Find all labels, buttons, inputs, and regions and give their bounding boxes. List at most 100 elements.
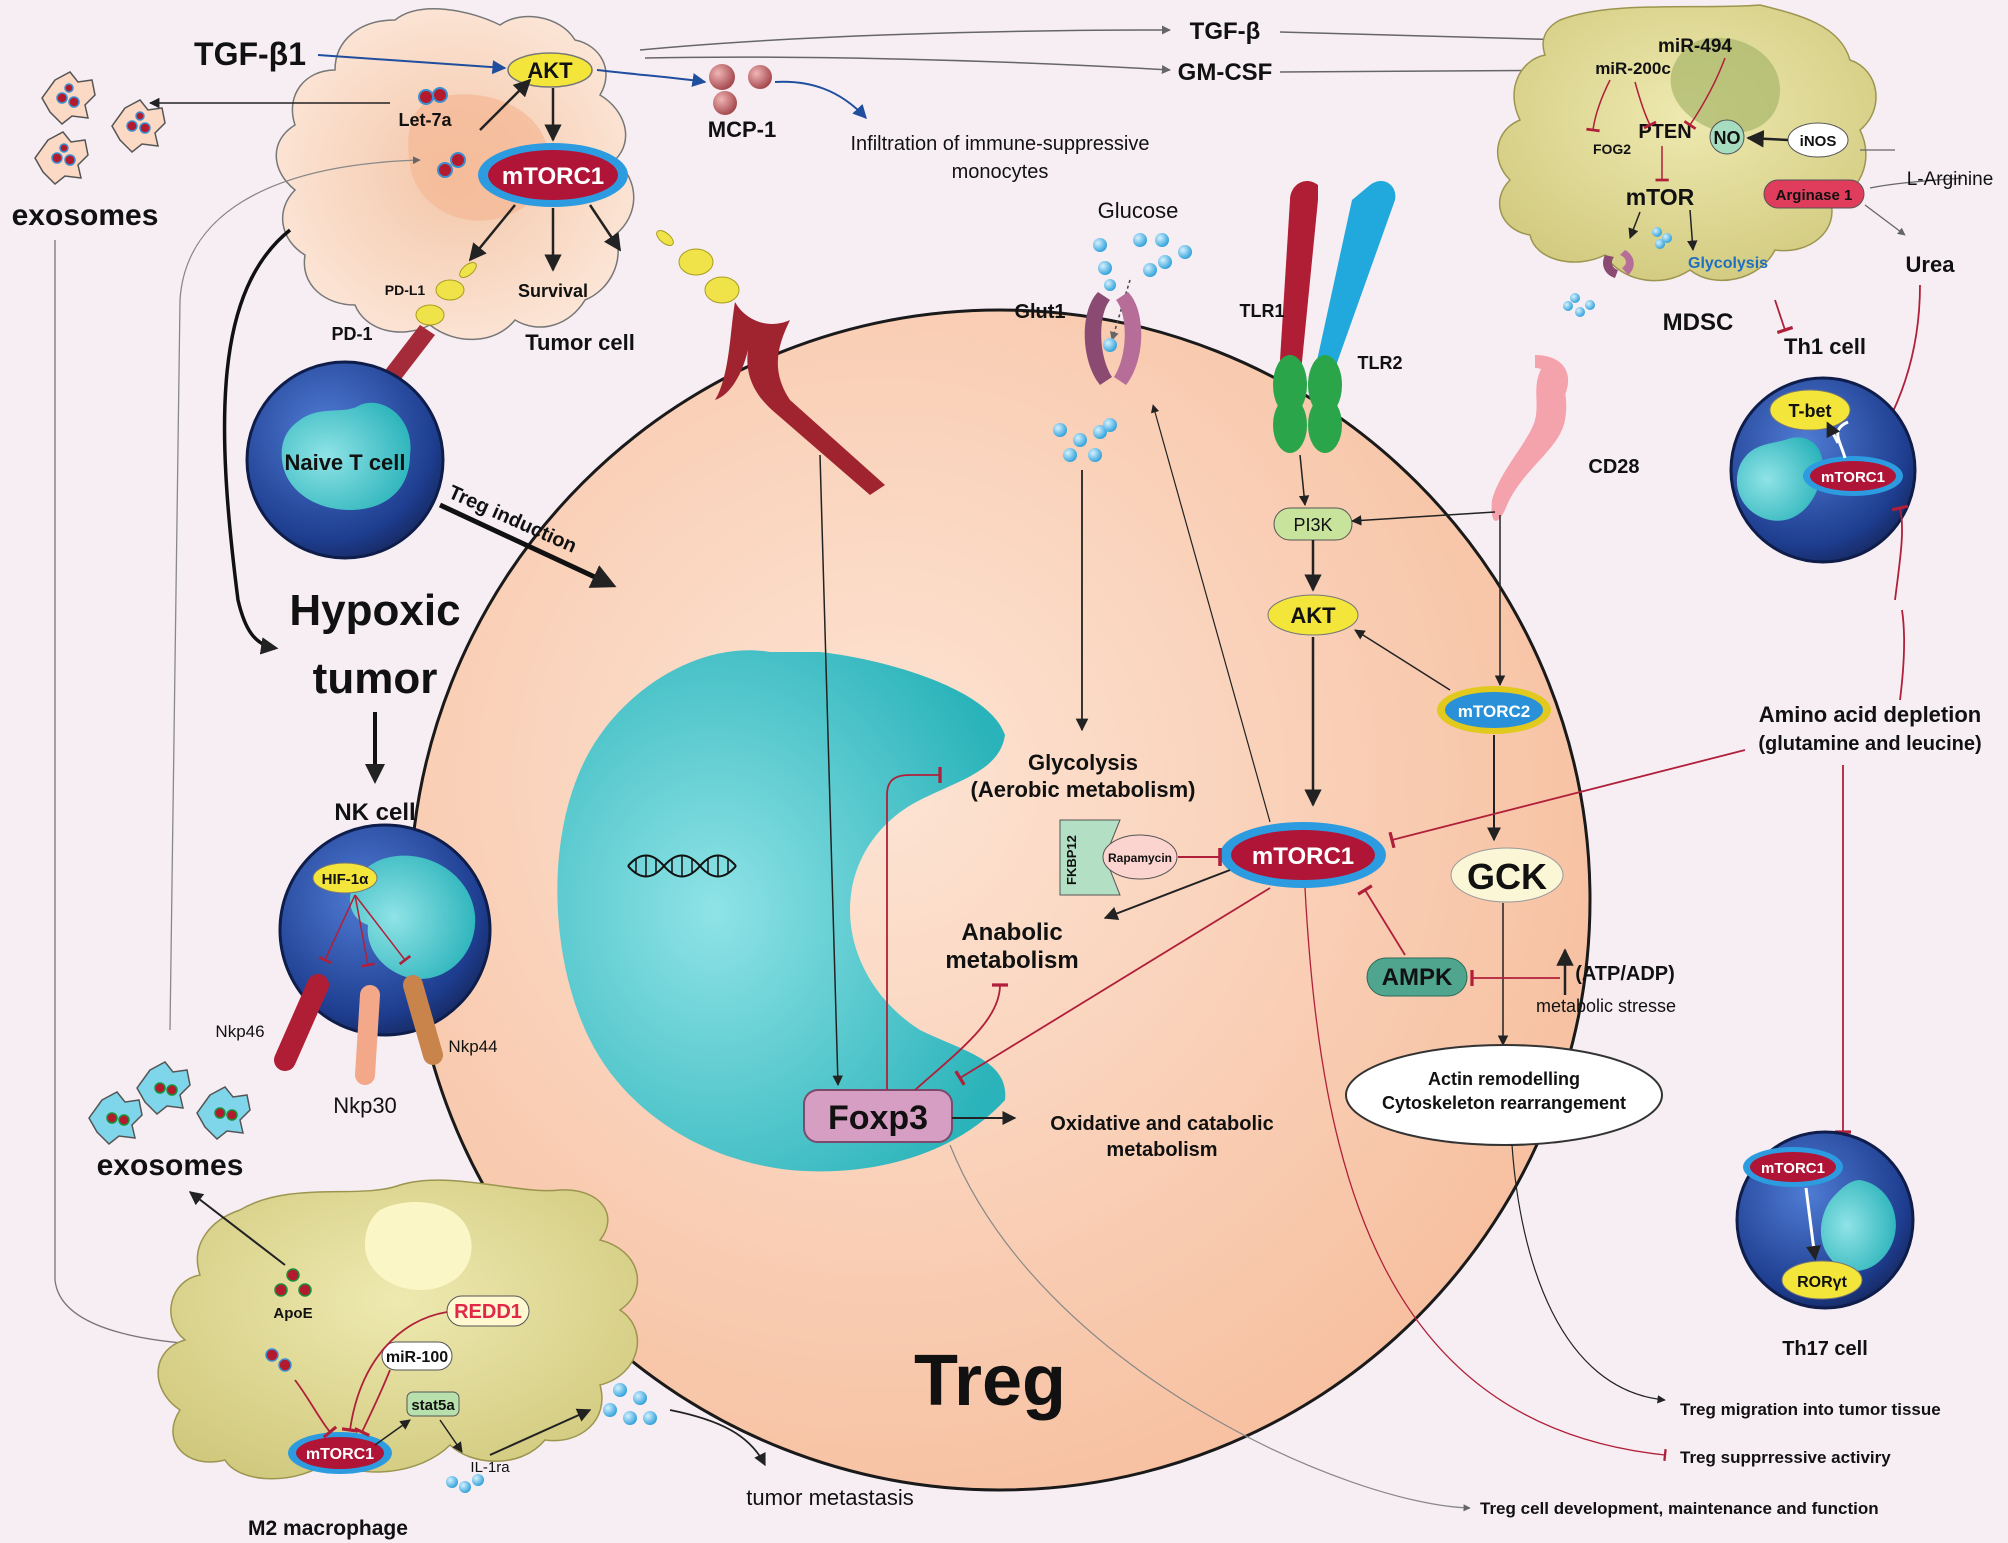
- nk-label: NK cell: [334, 799, 415, 826]
- mdsc-cell: [1496, 4, 1877, 282]
- treg-mtorc1-label: mTORC1: [1252, 843, 1354, 870]
- cd28-receptor-icon: [1491, 362, 1567, 521]
- redd1-node: [446, 1295, 530, 1327]
- m2-exosome-cargo: [265, 1348, 292, 1372]
- m2-mtorc1-label: mTORC1: [306, 1446, 374, 1463]
- tumor-mtorc1-node: [488, 150, 618, 200]
- th17-mtorc1-label: mTORC1: [1761, 1160, 1825, 1177]
- pdl1-ligand-icon: [415, 262, 477, 326]
- aa-depletion-sub-label: (glutamine and leucine): [1758, 733, 1981, 755]
- tumor-label: tumor: [313, 654, 438, 703]
- oxidative-label: Oxidative and catabolic: [1050, 1113, 1273, 1135]
- mir494-label: miR-494: [1658, 36, 1732, 57]
- no-label: NO: [1714, 128, 1741, 148]
- treg-mtorc1-node: [1231, 830, 1375, 880]
- mtorc2-node: [1445, 692, 1543, 728]
- gmcsf-label: GM-CSF: [1178, 59, 1273, 86]
- foxp3-node: [803, 1089, 953, 1143]
- glucose-dots: [1053, 233, 1192, 462]
- let7a-label: Let-7a: [398, 110, 452, 130]
- glut1-transporter-icon: [1084, 292, 1142, 385]
- gck-node: [1450, 847, 1564, 903]
- tumor-akt-node: [507, 52, 593, 88]
- suppressive-label: Treg supprressive activiry: [1680, 1448, 1891, 1467]
- nkp46-receptor: [274, 974, 329, 1071]
- ampk-label: AMPK: [1382, 964, 1453, 991]
- urea-label: Urea: [1906, 252, 1956, 277]
- redd1-label: REDD1: [454, 1301, 522, 1323]
- treg-receptor-icon: [715, 302, 885, 495]
- roryt-label: RORγt: [1797, 1274, 1847, 1291]
- anabolic-sub-label: metabolism: [945, 947, 1078, 974]
- stat5a-label: stat5a: [411, 1397, 455, 1414]
- mir200c-label: miR-200c: [1595, 59, 1671, 78]
- mcp1-label: MCP-1: [708, 117, 776, 142]
- stat5a-node: [406, 1391, 460, 1417]
- tumor-mtorc1-label: mTORC1: [502, 163, 604, 190]
- pten-label: PTEN: [1638, 121, 1691, 143]
- pi3k-label: PI3K: [1293, 515, 1332, 535]
- tumor-survival-label: Survival: [518, 281, 588, 301]
- secreted-dots: [603, 1383, 657, 1425]
- glut1-label: Glut1: [1014, 301, 1065, 323]
- m2-nucleus: [365, 1202, 472, 1290]
- th17-nucleus: [1820, 1180, 1896, 1271]
- treg-akt-label: AKT: [1290, 603, 1336, 628]
- glycolysis-label: Glycolysis: [1028, 750, 1138, 775]
- anabolic-label: Anabolic: [961, 919, 1062, 946]
- migration-label: Treg migration into tumor tissue: [1680, 1400, 1941, 1419]
- exosome-cargo-top: [51, 83, 151, 166]
- fkbp12-node: [1059, 819, 1121, 896]
- m2-label: M2 macrophage: [248, 1517, 408, 1540]
- naive-t-nucleus: [281, 402, 411, 510]
- exosome-cargo-lower: [106, 1082, 238, 1126]
- actin-node: [1345, 1044, 1663, 1146]
- mcp1-spheres: [709, 64, 772, 115]
- ampk-node: [1366, 957, 1468, 997]
- tgfb1-label: TGF-β1: [194, 36, 306, 72]
- mdsc-glucose-dots: [1563, 227, 1672, 317]
- tumor-cell-label: Tumor cell: [525, 330, 635, 355]
- aa-depletion-label: Amino acid depletion: [1759, 702, 1981, 727]
- m2-mtorc1-node: [296, 1437, 384, 1469]
- nkp46-label: Nkp46: [215, 1022, 264, 1041]
- mtor-label: mTOR: [1626, 184, 1695, 210]
- mdsc-nucleus: [1670, 37, 1780, 134]
- th1-mtorc1-node: [1810, 461, 1896, 491]
- development-label: Treg cell development, maintenance and f…: [1480, 1499, 1879, 1518]
- naive-t-label: Naive T cell: [284, 450, 405, 475]
- il1ra-label: IL-1ra: [470, 1459, 510, 1476]
- hypoxic-label: Hypoxic: [289, 586, 460, 635]
- nkp44-label: Nkp44: [448, 1037, 497, 1056]
- infiltration-label: Infiltration of immune-suppressive: [850, 133, 1149, 155]
- mtorc2-label: mTORC2: [1458, 702, 1530, 721]
- metabolic-stress-label: metabolic stresse: [1536, 996, 1676, 1016]
- tumor-pdl1-label: PD-L1: [385, 282, 426, 298]
- tumor-akt-label: AKT: [527, 58, 573, 83]
- metastasis-label: tumor metastasis: [746, 1485, 914, 1510]
- pd1-label: PD-1: [331, 324, 372, 344]
- ligand-icon: [656, 230, 740, 304]
- mir100-node: [381, 1341, 453, 1371]
- roryt-node: [1781, 1260, 1863, 1300]
- fkbp12-label: FKBP12: [1064, 835, 1079, 885]
- inos-label: iNOS: [1800, 133, 1837, 150]
- nkp30-label: Nkp30: [333, 1093, 397, 1118]
- tgfb-label: TGF-β: [1190, 18, 1261, 45]
- tbet-node: [1769, 389, 1851, 431]
- glycolysis-sub-label: (Aerobic metabolism): [971, 777, 1196, 802]
- m2-macrophage: [157, 1179, 639, 1480]
- exosomes-top-label: exosomes: [12, 199, 159, 232]
- cd28-head-icon: [1535, 355, 1569, 395]
- infiltration-label-2: monocytes: [952, 161, 1049, 183]
- treg-title: Treg: [914, 1341, 1066, 1421]
- hif-node: [312, 862, 378, 894]
- tbet-label: T-bet: [1789, 401, 1832, 421]
- let7a-vesicles: [418, 87, 466, 178]
- th1-nucleus: [1736, 437, 1823, 521]
- hif-label: HIF-1α: [322, 871, 370, 888]
- apoe-label: ApoE: [273, 1305, 312, 1322]
- gck-label: GCK: [1467, 856, 1547, 897]
- tlr2-label: TLR2: [1358, 353, 1403, 373]
- arginase-node: [1763, 179, 1865, 209]
